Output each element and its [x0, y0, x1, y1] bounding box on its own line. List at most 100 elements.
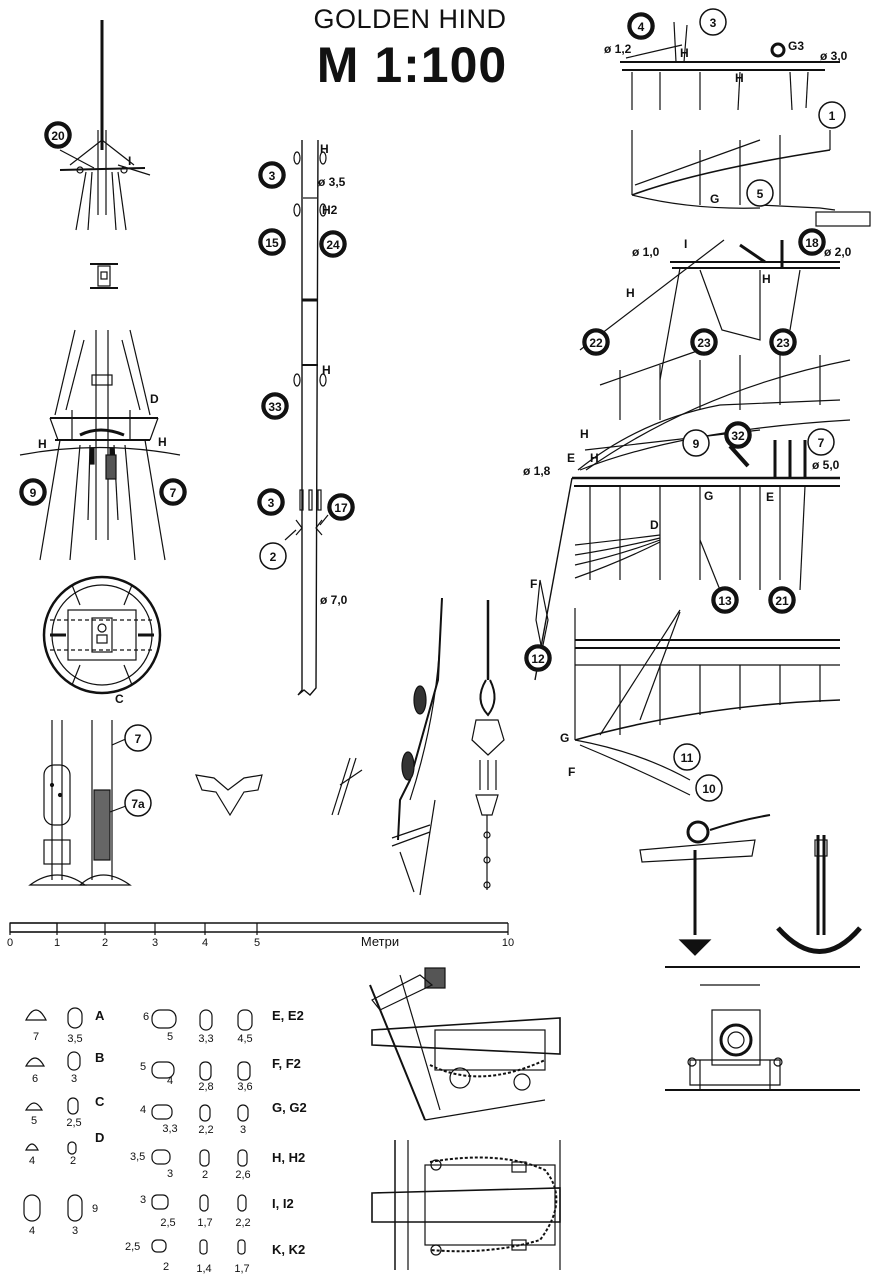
key-k-w1: 2 — [163, 1261, 169, 1273]
label-h-yard2: H — [762, 272, 771, 286]
tackle-detail-right — [471, 600, 505, 890]
callout-7-yard: 7 — [818, 436, 825, 450]
label-g3: G3 — [788, 39, 804, 53]
callout-10: 10 — [702, 782, 716, 796]
dim-d18: ø 1,8 — [523, 464, 551, 478]
dim-d20: ø 2,0 — [824, 245, 852, 259]
callout-23-b: 23 — [776, 336, 790, 350]
key-f-letter: F, F2 — [272, 1056, 301, 1071]
key-e-w3: 4,5 — [237, 1033, 252, 1045]
cannon-front-view — [665, 966, 860, 1091]
key-a-w2: 3,5 — [67, 1033, 82, 1045]
key-g-w1: 3,3 — [162, 1123, 177, 1135]
callout-7-left: 7 — [170, 486, 177, 500]
label-h-main-2: H — [590, 451, 599, 465]
dim-d12: ø 1,2 — [604, 42, 632, 56]
callout-1: 1 — [829, 109, 836, 123]
label-h-top-right: H — [158, 435, 167, 449]
anchor-side-view — [776, 835, 862, 954]
topmast-head-detail — [59, 20, 151, 231]
label-h-top-left: H — [38, 437, 47, 451]
callout-3-yard: 3 — [710, 16, 717, 30]
key-h-w2: 2 — [202, 1169, 208, 1181]
anchor-front-view — [639, 814, 771, 956]
key-h-h: 3,5 — [130, 1151, 145, 1163]
label-g-yard1: G — [710, 192, 719, 206]
label-h-yard1: H — [680, 46, 689, 60]
callout-18: 18 — [805, 236, 819, 250]
key-h-w3: 2,6 — [235, 1169, 250, 1181]
key-c-w1: 5 — [31, 1115, 37, 1127]
label-h-mast-2: H — [322, 363, 331, 377]
label-h-yard2-stay: H — [626, 286, 635, 300]
key-d-w1: 4 — [29, 1155, 35, 1167]
label-h-yard1b: H — [735, 71, 744, 85]
callout-33: 33 — [268, 400, 282, 414]
cannon-side-view — [369, 967, 561, 1121]
sheet-title: GOLDEN HIND — [313, 4, 507, 34]
scale-tick-5: 5 — [254, 937, 260, 949]
callout-11: 11 — [681, 751, 694, 765]
dim-d50: ø 5,0 — [812, 458, 840, 472]
callout-2: 2 — [270, 550, 277, 564]
label-g-sail: G — [560, 731, 569, 745]
key-i-w2: 1,7 — [197, 1217, 212, 1229]
callout-13: 13 — [718, 594, 732, 608]
key-plain-w1: 4 — [29, 1225, 35, 1237]
scale-tick-0: 0 — [7, 937, 13, 949]
key-c-w2: 2,5 — [66, 1117, 81, 1129]
scale-tick-4: 4 — [202, 937, 208, 949]
key-f-w2: 2,8 — [198, 1081, 213, 1093]
key-f-h: 5 — [140, 1061, 146, 1073]
topsail-yard — [620, 21, 871, 227]
main-yard — [534, 429, 840, 681]
key-e-letter: E, E2 — [272, 1008, 304, 1023]
key-e-h: 6 — [143, 1011, 149, 1023]
callout-23-a: 23 — [697, 336, 711, 350]
label-c-round-top: C — [115, 692, 124, 706]
key-h-letter: H, H2 — [272, 1150, 305, 1165]
key-g-w2: 2,2 — [198, 1124, 213, 1136]
key-plain-h: 9 — [92, 1203, 98, 1215]
callout-15: 15 — [265, 236, 279, 250]
callout-5: 5 — [757, 187, 764, 201]
label-i-yard2: I — [684, 237, 687, 251]
key-plain-w2: 3 — [72, 1225, 78, 1237]
callout-3-mast-low: 3 — [268, 496, 275, 510]
callout-7a: 7a — [131, 797, 145, 811]
label-g-main: G — [704, 489, 713, 503]
label-d-top: D — [150, 392, 159, 406]
dim-d30: ø 3,0 — [820, 49, 848, 63]
label-h-main: H — [580, 427, 589, 441]
scale-tick-2: 2 — [102, 937, 108, 949]
callout-22: 22 — [589, 336, 603, 350]
callout-9-left: 9 — [30, 486, 37, 500]
callout-circles — [19, 8, 846, 817]
key-k-letter: K, K2 — [272, 1242, 305, 1257]
label-h-mast-1: H — [320, 142, 329, 156]
cannon-top-view — [371, 1140, 561, 1270]
mast-step-detail — [28, 720, 132, 886]
callout-7-step: 7 — [135, 732, 142, 746]
key-e-w1: 5 — [167, 1031, 173, 1043]
scale-tick-10: 10 — [502, 937, 514, 949]
drawing-labels: 20 9 7 3 15 24 33 3 2 17 7 7a 4 3 1 5 18… — [7, 16, 852, 1275]
key-h-w1: 3 — [167, 1168, 173, 1180]
callout-17: 17 — [334, 501, 348, 515]
label-d-main: D — [650, 518, 659, 532]
callout-32: 32 — [731, 429, 745, 443]
callout-20: 20 — [51, 129, 65, 143]
key-b-w1: 6 — [32, 1073, 38, 1085]
label-f-sail: F — [568, 765, 575, 779]
key-g-w3: 3 — [240, 1124, 246, 1136]
key-d-letter: D — [95, 1130, 104, 1145]
dim-d70: ø 7,0 — [320, 593, 348, 607]
tackle-detail-left — [391, 597, 443, 896]
key-k-w2: 1,4 — [196, 1263, 211, 1275]
key-f-w1: 4 — [167, 1075, 173, 1087]
key-g-h: 4 — [140, 1104, 146, 1116]
scale-unit: Метри — [361, 934, 399, 949]
dim-d35: ø 3,5 — [318, 175, 346, 189]
